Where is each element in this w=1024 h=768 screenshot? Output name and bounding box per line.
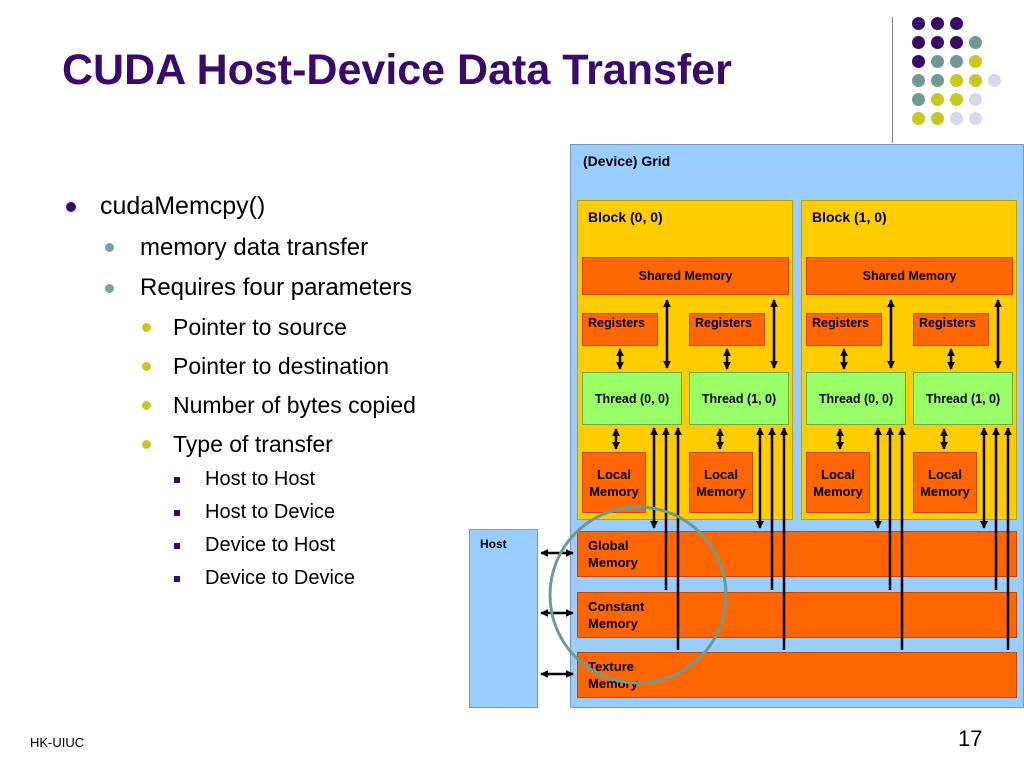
shared-memory-block-0: Shared Memory (582, 257, 789, 295)
bullet-marker (174, 543, 180, 549)
local-memory-line1: Local (597, 466, 631, 482)
texture-memory-line2: Memory (588, 676, 638, 691)
block-0-0-label: Block (0, 0) (588, 209, 663, 225)
bullet-host-to-device: Host to Device (205, 501, 336, 523)
bullet-marker (142, 323, 151, 332)
decorative-dot (950, 93, 963, 106)
bullet-pointer-source: Pointer to source (173, 314, 347, 340)
decorative-dot (969, 36, 982, 49)
texture-memory-line1: Texture (588, 659, 634, 674)
decorative-dot (969, 112, 982, 125)
bullet-type-of-transfer: Type of transfer (173, 431, 333, 457)
local-memory-line2: Memory (696, 483, 746, 499)
page-number: 17 (958, 726, 983, 751)
decorative-dot (931, 112, 944, 125)
bullet-host-to-host: Host to Host (205, 468, 316, 490)
thread-b1-t0: Thread (0, 0) (806, 372, 906, 425)
constant-memory-line1: Constant (588, 599, 645, 614)
decorative-dot (931, 36, 944, 49)
slide-title: CUDA Host-Device Data Transfer (62, 46, 732, 94)
decorative-dot (969, 74, 982, 87)
bullet-marker (174, 576, 180, 582)
bullet-marker (142, 440, 151, 449)
thread-b0-t1: Thread (1, 0) (689, 372, 789, 425)
bullet-bytes-copied: Number of bytes copied (173, 392, 416, 418)
divider-line (892, 17, 893, 143)
decorative-dot (969, 55, 982, 68)
host-box: Host (469, 529, 538, 708)
decorative-dot (912, 17, 925, 30)
decorative-dot (950, 36, 963, 49)
device-grid-label: (Device) Grid (583, 153, 671, 169)
decorative-dot (912, 55, 925, 68)
decorative-dot (950, 55, 963, 68)
decorative-dot (950, 17, 963, 30)
decorative-dot (950, 112, 963, 125)
local-memory-line2: Memory (920, 483, 970, 499)
bullet-pointer-destination: Pointer to destination (173, 353, 390, 379)
bullet-cudamemcpy: cudaMemcpy() (100, 192, 266, 220)
registers-b0-t0: Registers (582, 313, 658, 346)
highlight-circle (548, 505, 728, 685)
local-memory-line1: Local (704, 466, 738, 482)
decorative-dot (912, 93, 925, 106)
bullet-marker (174, 477, 180, 483)
decorative-dot (912, 74, 925, 87)
bullet-device-to-device: Device to Device (205, 567, 356, 589)
global-memory-line1: Global (588, 538, 629, 553)
bullet-marker (142, 362, 151, 371)
host-label: Host (480, 537, 507, 551)
registers-b0-t1: Registers (689, 313, 765, 346)
texture-memory: Texture Memory (577, 652, 1017, 698)
block-1-0-label: Block (1, 0) (812, 209, 887, 225)
decorative-dot (969, 93, 982, 106)
shared-memory-block-1: Shared Memory (806, 257, 1013, 295)
decorative-dot (912, 36, 925, 49)
bullet-marker (142, 401, 151, 410)
bullet-memory-data-transfer: memory data transfer (140, 234, 369, 261)
registers-b1-t1: Registers (913, 313, 989, 346)
decorative-dot (931, 93, 944, 106)
decorative-dot (988, 74, 1001, 87)
bullet-device-to-host: Device to Host (205, 534, 336, 556)
local-memory-line1: Local (928, 466, 962, 482)
bullet-marker (174, 510, 180, 516)
bullet-marker (105, 284, 114, 293)
decorative-dot (931, 55, 944, 68)
local-memory-line1: Local (821, 466, 855, 482)
bullet-marker (66, 202, 76, 212)
decorative-dot (931, 74, 944, 87)
registers-b1-t0: Registers (806, 313, 882, 346)
decorative-dot (950, 74, 963, 87)
constant-memory-line2: Memory (588, 616, 638, 631)
thread-b0-t0: Thread (0, 0) (582, 372, 682, 425)
thread-b1-t1: Thread (1, 0) (913, 372, 1013, 425)
local-memory-line2: Memory (813, 483, 863, 499)
bullet-marker (105, 243, 114, 252)
constant-memory: Constant Memory (577, 592, 1017, 638)
decorative-dot (912, 112, 925, 125)
decorative-dot (931, 17, 944, 30)
bullet-four-parameters: Requires four parameters (140, 274, 413, 301)
footer-text: HK-UIUC (30, 735, 85, 750)
global-memory: Global Memory (577, 531, 1017, 577)
global-memory-line2: Memory (588, 555, 638, 570)
local-memory-line2: Memory (589, 483, 639, 499)
